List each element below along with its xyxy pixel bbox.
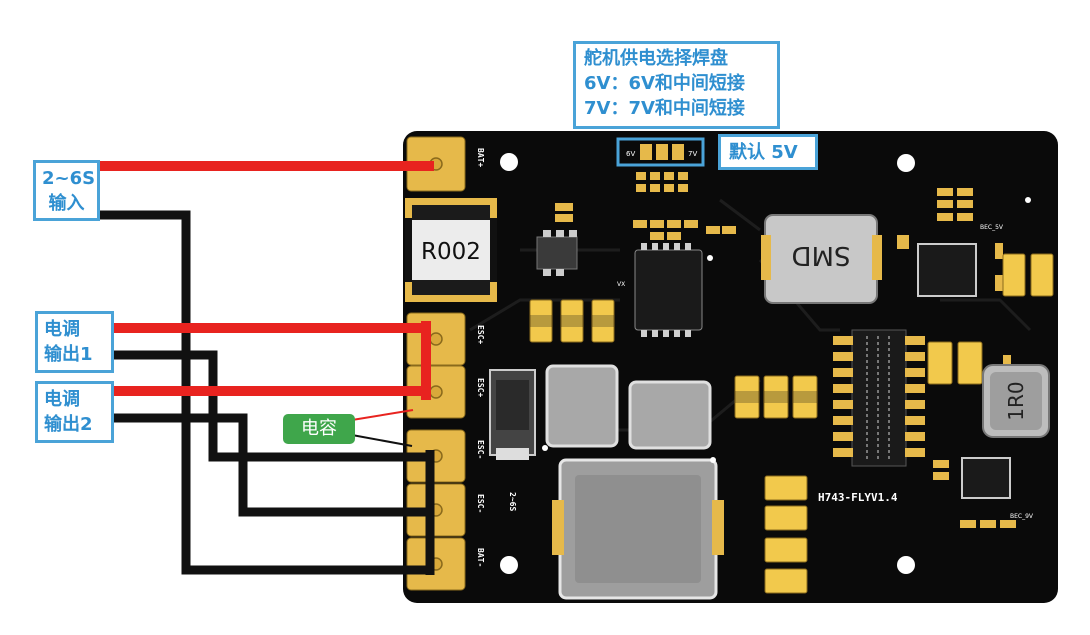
battery-note-line1: 2~6S xyxy=(42,168,96,189)
label-esc-minus-2: ESC- xyxy=(476,494,485,513)
large-inductor xyxy=(552,458,724,600)
jumper-6v-label: 6V xyxy=(626,150,635,158)
square-inductors xyxy=(545,364,712,450)
esc-output-2-note: 电调 输出2 xyxy=(35,381,114,443)
board-name: H743-FLYV1.4 xyxy=(818,491,898,504)
esc2-note-line1: 电调 xyxy=(44,389,80,410)
label-bat-plus: BAT+ xyxy=(476,148,485,167)
servo-note-title: 舵机供电选择焊盘 xyxy=(584,48,728,69)
capacitor-label: 电容 xyxy=(283,414,355,444)
main-ic: VX xyxy=(617,243,713,337)
gold-capacitors xyxy=(529,253,1054,594)
pin-header xyxy=(833,329,925,467)
ic-mark: VX xyxy=(617,281,625,288)
label-esc-minus-1: ESC- xyxy=(476,440,485,459)
bec-label-top: BEC_5V xyxy=(980,224,1004,231)
esc-output-1-note: 电调 输出1 xyxy=(35,311,114,373)
transistor xyxy=(536,230,578,276)
label-voltage-range: 2~6S xyxy=(508,492,517,511)
mounting-holes xyxy=(500,153,915,574)
wire-esc1-minus xyxy=(92,350,434,462)
esc1-note-line2: 输出1 xyxy=(44,344,93,365)
servo-note-7v: 7V：7V和中间短接 xyxy=(584,98,745,119)
jumper-7v-label: 7V xyxy=(688,150,697,158)
label-bat-minus: BAT- xyxy=(476,548,485,567)
inductor-1r0-label: 1R0 xyxy=(1004,381,1028,420)
servo-note-6v: 6V：6V和中间短接 xyxy=(584,73,745,94)
servo-power-note: 舵机供电选择焊盘 6V：6V和中间短接 7V：7V和中间短接 xyxy=(573,41,780,129)
wires xyxy=(92,161,435,575)
esc2-note-line2: 输出2 xyxy=(44,414,93,435)
bec-ic-bottom: BEC_9V xyxy=(961,457,1034,520)
small-smd-components xyxy=(555,172,1016,528)
shunt-resistor-label: R002 xyxy=(421,239,481,265)
capacitor-lead-minus xyxy=(351,434,413,447)
smd-inductor: SMD xyxy=(761,214,882,304)
wire-esc2-minus xyxy=(92,413,434,517)
capacitor-lead-plus xyxy=(351,409,414,421)
battery-note-line2: 输入 xyxy=(48,193,85,214)
esc1-note-line1: 电调 xyxy=(44,319,80,340)
bec-ic-top: BEC_5V xyxy=(917,224,1004,297)
inductor-1r0: 1R0 xyxy=(982,364,1050,438)
servo-jumper: 6V 7V xyxy=(616,137,705,167)
label-esc-plus-2: ESC+ xyxy=(476,378,485,397)
default-5v-text: 默认 5V xyxy=(729,142,798,163)
label-esc-plus-1: ESC+ xyxy=(476,325,485,344)
default-5v-note: 默认 5V xyxy=(718,134,818,170)
smd-inductor-label: SMD xyxy=(792,240,851,270)
battery-input-note: 2~6S 输入 xyxy=(33,160,100,221)
bec-label-bottom: BEC_9V xyxy=(1010,513,1034,520)
white-dots xyxy=(542,197,1031,463)
shunt-resistor: R002 xyxy=(405,198,497,302)
diode xyxy=(489,369,536,460)
